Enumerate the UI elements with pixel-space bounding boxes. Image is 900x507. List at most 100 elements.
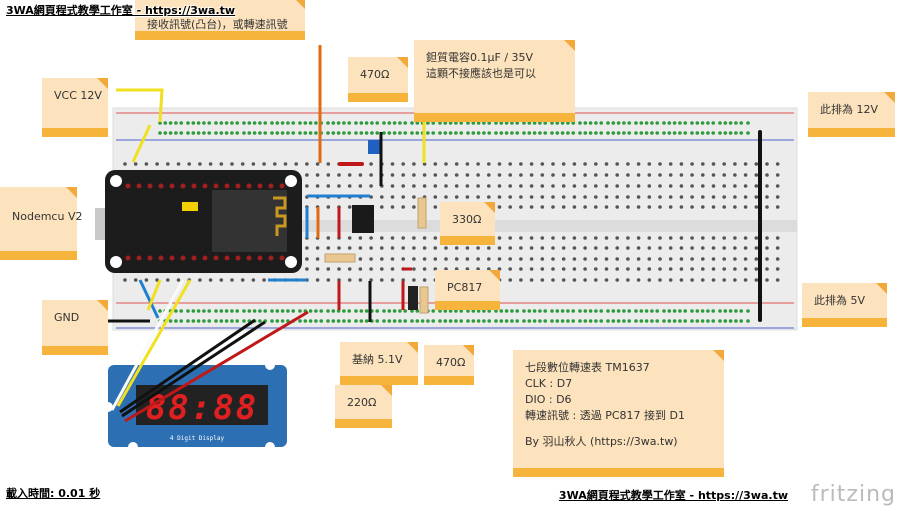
hole <box>168 131 173 135</box>
hole <box>380 195 384 199</box>
hole <box>291 309 296 313</box>
note-text: 接收訊號(凸台)，或轉速訊號 <box>147 18 288 31</box>
hole <box>369 267 373 271</box>
hole <box>326 309 330 313</box>
hole <box>438 121 442 125</box>
hole <box>342 131 346 135</box>
hole <box>668 205 673 209</box>
hole <box>743 267 748 271</box>
hole <box>375 131 380 135</box>
hole <box>275 319 280 323</box>
pc817-optocoupler <box>352 205 374 233</box>
hole <box>420 319 425 323</box>
hole <box>690 195 694 199</box>
hole <box>743 184 748 188</box>
hole <box>551 162 555 166</box>
hole <box>626 236 630 240</box>
hole <box>711 195 716 199</box>
hole <box>497 173 502 177</box>
hole <box>359 131 364 135</box>
hole <box>508 278 512 282</box>
hole <box>734 309 738 313</box>
hole <box>683 309 687 313</box>
hole <box>566 319 570 323</box>
hole <box>214 319 218 323</box>
hole <box>604 184 609 188</box>
hole <box>583 246 587 250</box>
hole <box>380 257 384 261</box>
hole <box>606 309 610 313</box>
hole <box>174 309 178 313</box>
hole <box>398 121 402 125</box>
hole <box>690 319 694 323</box>
pin <box>279 255 285 261</box>
hole <box>431 319 436 323</box>
hole <box>369 236 373 240</box>
hole <box>722 257 726 261</box>
hole <box>487 267 491 271</box>
hole <box>733 278 737 282</box>
hole <box>465 173 470 177</box>
hole <box>604 278 609 282</box>
hole <box>583 236 587 240</box>
hole <box>508 246 512 250</box>
hole <box>515 319 519 323</box>
hole <box>711 319 715 323</box>
hole <box>566 309 570 313</box>
hole <box>634 131 638 135</box>
hole <box>743 162 748 166</box>
hole <box>636 246 641 250</box>
hole <box>668 246 673 250</box>
note-text: 470Ω <box>360 68 390 81</box>
hole <box>775 205 780 209</box>
hole <box>398 319 402 323</box>
hole <box>387 309 392 313</box>
hole <box>487 173 491 177</box>
mount-hole <box>128 442 138 452</box>
hole <box>668 184 673 188</box>
hole <box>765 162 769 166</box>
hole <box>655 121 659 125</box>
hole <box>551 205 555 209</box>
hole <box>403 131 408 135</box>
hole <box>522 319 526 323</box>
hole <box>242 121 246 125</box>
hole <box>561 246 566 250</box>
note-text: VCC 12V <box>54 89 102 102</box>
hole <box>337 184 341 188</box>
hole <box>392 121 397 125</box>
hole <box>733 246 737 250</box>
pin <box>235 183 241 189</box>
hole <box>728 121 733 125</box>
hole <box>508 173 512 177</box>
hole <box>540 246 545 250</box>
hole <box>465 184 470 188</box>
hole <box>179 131 183 135</box>
hole <box>647 162 652 166</box>
hole <box>647 257 652 261</box>
hole <box>196 131 201 135</box>
hole <box>202 309 206 313</box>
hole <box>529 162 534 166</box>
resistor-330 <box>417 197 427 229</box>
hole <box>647 267 652 271</box>
hole <box>433 195 438 199</box>
hole <box>701 267 705 271</box>
hole <box>247 309 252 313</box>
hole <box>198 162 202 166</box>
hole <box>583 309 588 313</box>
hole <box>196 319 201 323</box>
hole <box>722 236 726 240</box>
hole <box>634 121 638 125</box>
hole <box>230 319 234 323</box>
hole <box>540 267 545 271</box>
hole <box>219 309 224 313</box>
hole <box>230 131 234 135</box>
hole <box>561 278 566 282</box>
hole <box>454 257 459 261</box>
note-text: DIO : D6 <box>525 393 572 406</box>
hole <box>765 236 769 240</box>
pin <box>125 183 131 189</box>
hole <box>166 162 170 166</box>
hole <box>616 121 621 125</box>
